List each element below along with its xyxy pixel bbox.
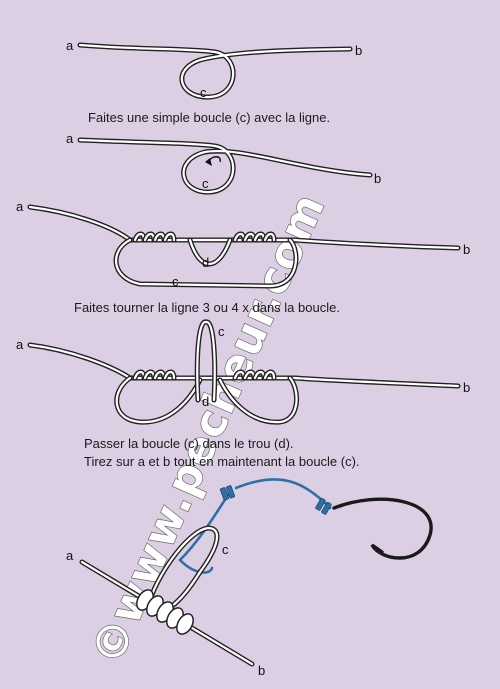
label-a-step4: a [16, 337, 24, 352]
label-a-step3: a [16, 199, 24, 214]
label-c-step4: c [218, 324, 225, 339]
label-b-step1: b [355, 43, 362, 58]
label-b-step3: b [463, 242, 470, 257]
label-a-step5: a [66, 548, 74, 563]
label-d-step3: d [202, 255, 209, 270]
label-a-step1: a [66, 38, 74, 53]
step3-figure: a b d c [16, 199, 470, 289]
step2-figure: a b c [66, 131, 381, 195]
caption-step3: Faites tourner la ligne 3 ou 4 x dans la… [74, 300, 340, 315]
caption-step4-line2: Tirez sur a et b tout en maintenant la b… [84, 454, 360, 469]
caption-step4-line1: Passer la boucle (c) dans le trou (d). [84, 436, 294, 451]
step1-figure: a b c [66, 38, 362, 100]
step4-figure: a b c d [16, 319, 470, 425]
label-c-step3: c [172, 274, 179, 289]
label-b-step5: b [258, 663, 265, 678]
label-b-step2: b [374, 171, 381, 186]
label-b-step4: b [463, 380, 470, 395]
label-a-step2: a [66, 131, 74, 146]
label-c-step5: c [222, 542, 229, 557]
caption-step1: Faites une simple boucle (c) avec la lig… [88, 110, 331, 125]
label-c-step1: c [200, 85, 207, 100]
label-c-step2: c [202, 176, 209, 191]
label-d-step4: d [202, 394, 209, 409]
step5-figure: a b c [66, 478, 433, 678]
